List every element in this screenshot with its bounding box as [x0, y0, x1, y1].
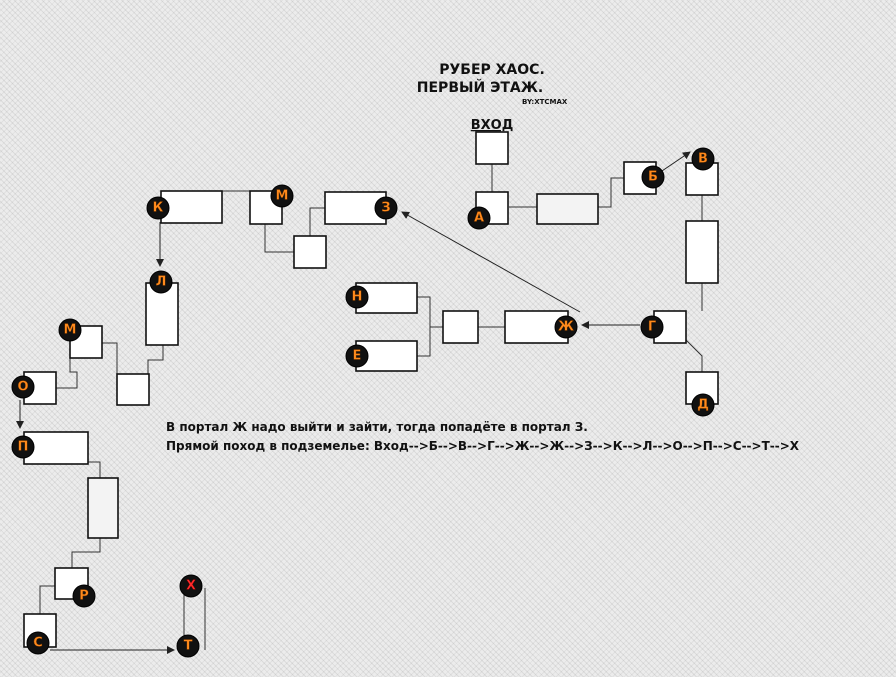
svg-text:Т: Т — [184, 639, 193, 654]
arrow-zh-z — [401, 211, 581, 313]
node-s: С — [26, 631, 50, 655]
node-p: П — [11, 435, 35, 459]
route-note: Прямой поход в подземелье: Вход-->Б-->В-… — [166, 439, 800, 453]
node-k: К — [146, 196, 170, 220]
node-b: Б — [641, 165, 665, 189]
entrance-label: ВХОД — [471, 118, 514, 133]
svg-text:Р: Р — [79, 589, 89, 604]
svg-text:Д: Д — [697, 398, 709, 413]
corridor-v-g — [685, 220, 719, 284]
svg-text:М: М — [64, 323, 77, 338]
svg-text:П: П — [18, 440, 29, 455]
map-credit: BY:XTCMAX — [522, 98, 568, 106]
rooms — [23, 131, 719, 648]
svg-text:А: А — [474, 211, 484, 226]
node-e: Е — [345, 344, 369, 368]
node-v: В — [691, 147, 715, 171]
svg-text:Ж: Ж — [558, 320, 574, 335]
node-g: Г — [640, 315, 664, 339]
room-l-link — [116, 373, 150, 406]
svg-text:Л: Л — [156, 275, 167, 290]
node-z: З — [374, 196, 398, 220]
node-l: Л — [149, 270, 173, 294]
node-a: А — [467, 206, 491, 230]
map-title-line2: ПЕРВЫЙ ЭТАЖ. — [417, 79, 543, 96]
node-x: Х — [179, 574, 203, 598]
map-title-line1: РУБЕР ХАОС. — [439, 62, 545, 78]
route-arrows — [16, 151, 691, 654]
room-entrance — [475, 131, 509, 165]
portal-hint-note: В портал Ж надо выйти и зайти, тогда поп… — [166, 420, 588, 434]
node-zh: Ж — [554, 315, 578, 339]
svg-text:Х: Х — [186, 579, 196, 594]
room-r — [54, 567, 89, 600]
room-z-link — [293, 235, 327, 269]
svg-text:Н: Н — [352, 290, 363, 305]
room-k — [160, 190, 223, 224]
node-m-top: М — [270, 184, 294, 208]
svg-text:М: М — [276, 189, 289, 204]
svg-text:Е: Е — [353, 349, 362, 364]
node-d: Д — [691, 393, 715, 417]
svg-text:С: С — [33, 636, 43, 651]
svg-text:В: В — [698, 152, 708, 167]
room-z — [324, 191, 387, 225]
corridor-p-r — [87, 477, 119, 539]
node-r: Р — [72, 584, 96, 608]
node-t: Т — [176, 634, 200, 658]
room-junction-ne — [442, 310, 479, 344]
svg-text:К: К — [153, 201, 164, 216]
corridor-a-b — [536, 193, 599, 225]
svg-text:О: О — [17, 380, 28, 395]
svg-text:Б: Б — [648, 170, 658, 185]
svg-text:З: З — [381, 201, 390, 216]
connectors — [39, 164, 703, 650]
room-p — [23, 431, 89, 465]
node-n: Н — [345, 285, 369, 309]
svg-text:Г: Г — [648, 320, 656, 335]
node-m: М — [58, 318, 82, 342]
node-markers: А Б В Г Д Ж З Н Е К М Л М О П Р С Т Х — [11, 147, 715, 658]
node-o: О — [11, 375, 35, 399]
